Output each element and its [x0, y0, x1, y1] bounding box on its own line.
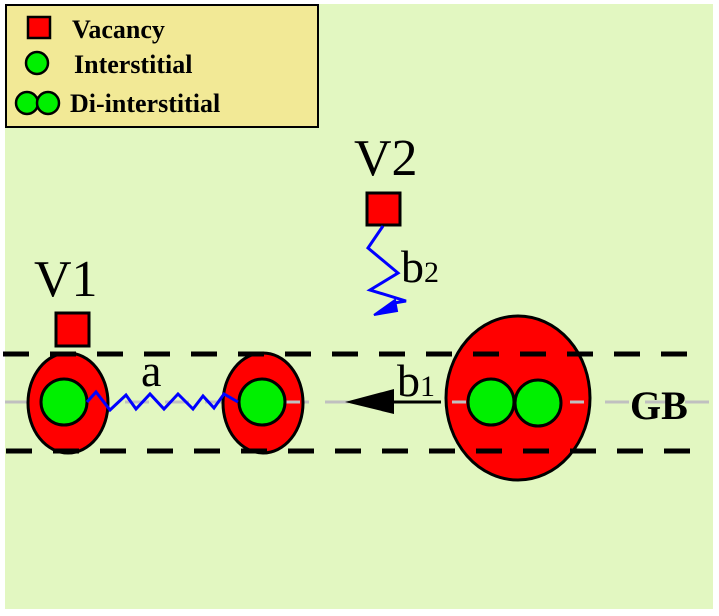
di-interstitial-b: [513, 378, 563, 428]
legend-label-di-interstitial: Di-interstitial: [70, 89, 220, 118]
path-b2-label: b2: [401, 241, 439, 292]
legend-label-interstitial: Interstitial: [74, 50, 192, 79]
interstitial-middle: [237, 377, 287, 427]
vacancy-v1-label: V1: [34, 251, 98, 308]
path-a-label: a: [141, 345, 161, 396]
vacancy-v2-label: V2: [354, 130, 418, 187]
vacancy-v1: [54, 311, 91, 348]
path-b1-label-sub: 1: [420, 370, 435, 403]
path-b2-label-sub: 2: [424, 256, 439, 289]
path-b1-label-main: b: [397, 355, 420, 406]
path-b2-label-main: b: [401, 241, 424, 292]
di-interstitial-icon: [14, 90, 61, 116]
path-a-zigzag: [85, 389, 239, 413]
gb-label: GB: [630, 383, 688, 428]
di-interstitial-a: [466, 377, 516, 427]
path-b2-zigzag: [365, 225, 407, 305]
vacancy-v2: [365, 191, 402, 227]
interstitial-left: [39, 377, 89, 427]
legend: Vacancy Interstitial Di-interstitial: [5, 4, 319, 128]
vacancy-square-icon: [26, 15, 52, 40]
interstitial-circle-icon: [24, 50, 50, 76]
path-b2-arrowhead: [373, 298, 399, 316]
path-b1-label: b1: [397, 355, 435, 406]
legend-label-vacancy: Vacancy: [72, 15, 165, 44]
path-b1-arrowhead: [345, 389, 394, 414]
